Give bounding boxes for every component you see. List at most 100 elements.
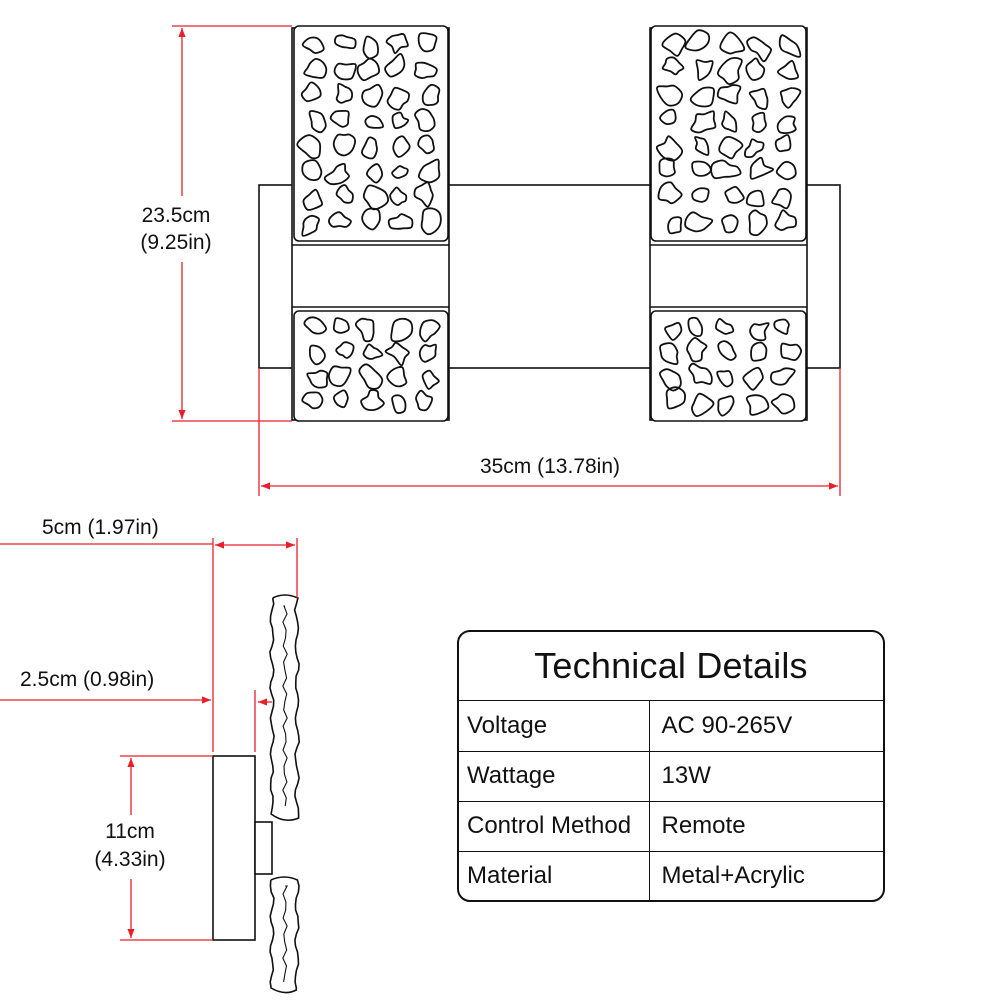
- material-label: Material: [459, 851, 650, 900]
- pattern-blob: [718, 136, 744, 160]
- pattern-blob: [362, 35, 379, 60]
- pattern-blob: [327, 365, 352, 388]
- pattern-blob: [302, 188, 324, 211]
- pattern-blob: [417, 32, 438, 53]
- technical-details-table: Voltage AC 90-265V Wattage 13W Control M…: [459, 701, 883, 900]
- pattern-blob: [695, 59, 714, 82]
- pattern-blob: [354, 317, 375, 343]
- table-row: Voltage AC 90-265V: [459, 701, 883, 752]
- material-value: Metal+Acrylic: [661, 862, 805, 890]
- pattern-blob: [750, 341, 768, 362]
- control-method-label: Control Method: [459, 801, 650, 852]
- pattern-blob: [413, 181, 434, 208]
- width-label: 35cm (13.78in): [480, 455, 620, 478]
- pattern-blob: [748, 209, 768, 237]
- voltage-label: Voltage: [459, 701, 650, 752]
- pattern-blob: [715, 317, 735, 335]
- pattern-blob: [661, 56, 685, 76]
- right-lamp-bottom-panel: [650, 310, 807, 422]
- pattern-blob: [391, 111, 410, 130]
- pattern-blob: [689, 86, 716, 108]
- pattern-blob: [684, 211, 714, 233]
- pattern-blob: [774, 134, 792, 153]
- pattern-blob: [780, 342, 802, 362]
- pattern-blob: [770, 393, 796, 415]
- pattern-blob: [771, 187, 792, 210]
- pattern-blob: [361, 136, 378, 160]
- pattern-blob: [391, 165, 409, 179]
- pattern-blob: [360, 389, 385, 412]
- pattern-blob: [413, 61, 438, 80]
- pattern-blob: [749, 156, 774, 180]
- pattern-blob: [361, 207, 381, 231]
- pattern-blob: [717, 340, 737, 361]
- pattern-blob: [664, 321, 683, 341]
- pattern-blob: [415, 389, 433, 412]
- pattern-blob: [417, 134, 435, 155]
- pattern-blob: [392, 135, 411, 158]
- pattern-blob: [421, 83, 441, 106]
- table-row: Wattage 13W: [459, 751, 883, 802]
- pattern-blob: [687, 316, 704, 338]
- pattern-blob: [414, 108, 436, 133]
- control-method-value: Remote: [649, 801, 883, 852]
- depth-base-label: 2.5cm (0.98in): [20, 668, 154, 691]
- pattern-blob: [655, 135, 684, 162]
- pattern-blob: [300, 81, 322, 103]
- pattern-blob: [333, 34, 357, 50]
- pattern-blob: [661, 32, 687, 57]
- pattern-blob: [384, 341, 410, 367]
- pattern-blob: [776, 115, 797, 135]
- pattern-blob: [658, 368, 682, 392]
- pattern-blob: [716, 84, 742, 105]
- wattage-label: Wattage: [459, 751, 650, 802]
- pattern-blob: [391, 394, 407, 414]
- side-lower-shade: [269, 876, 300, 994]
- pattern-blob: [356, 57, 380, 82]
- wattage-value: 13W: [649, 751, 883, 802]
- pattern-blob: [742, 366, 764, 391]
- pattern-blob: [694, 135, 710, 156]
- pattern-blob: [301, 36, 325, 55]
- pattern-blob: [774, 209, 797, 232]
- depth-total-label: 5cm (1.97in): [42, 516, 159, 539]
- pattern-blob: [335, 341, 355, 359]
- height-label-imperial: (9.25in): [140, 231, 211, 254]
- pattern-blob: [386, 86, 410, 111]
- pattern-blob: [389, 186, 408, 206]
- side-backplate: [212, 755, 256, 941]
- pattern-blob: [690, 392, 715, 418]
- pattern-blob: [721, 110, 738, 133]
- backplate-height-label-metric: 11cm: [105, 820, 155, 843]
- pattern-blob: [667, 216, 683, 235]
- pattern-blob: [308, 344, 326, 366]
- pattern-blob: [362, 343, 384, 360]
- pattern-blob: [717, 56, 743, 85]
- pattern-blob: [358, 363, 384, 390]
- height-label-metric: 23.5cm: [142, 204, 211, 227]
- pattern-blob: [751, 111, 767, 133]
- pattern-blob: [684, 29, 711, 52]
- pattern-blob: [303, 58, 328, 79]
- pattern-blob: [387, 213, 414, 230]
- pattern-blob: [686, 337, 708, 363]
- pattern-blob: [335, 184, 354, 204]
- pattern-blob: [746, 36, 773, 63]
- right-lamp-top-panel: [650, 25, 807, 242]
- pattern-blob: [658, 157, 676, 178]
- pattern-blob: [744, 138, 765, 159]
- pattern-blob: [716, 370, 734, 388]
- pattern-blob: [688, 362, 713, 385]
- pattern-blob: [776, 60, 800, 81]
- pattern-blob: [779, 87, 802, 109]
- pattern-blob: [778, 34, 802, 58]
- pattern-blob: [657, 181, 683, 205]
- pattern-blob: [724, 185, 745, 204]
- voltage-value: AC 90-265V: [649, 701, 883, 752]
- right-top-blob-pattern: [655, 29, 802, 237]
- pattern-blob: [323, 162, 350, 186]
- pattern-blob: [749, 322, 770, 342]
- pattern-blob: [775, 160, 797, 181]
- right-bottom-blob-pattern: [658, 316, 802, 418]
